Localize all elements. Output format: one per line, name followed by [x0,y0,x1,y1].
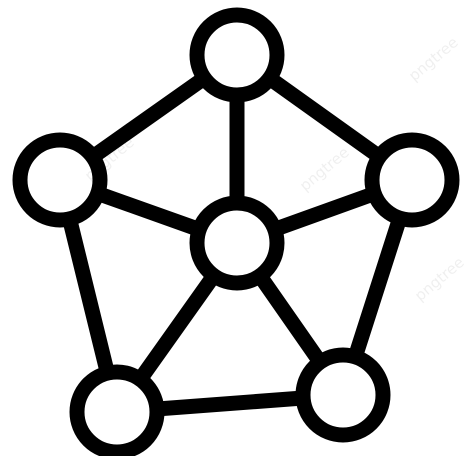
network-nodes [12,7,460,456]
node-left [12,132,108,228]
node-bottomleft [69,364,165,456]
node-bottomright [295,347,391,443]
node-top [189,7,285,103]
node-right [364,132,460,228]
node-center [189,195,285,291]
